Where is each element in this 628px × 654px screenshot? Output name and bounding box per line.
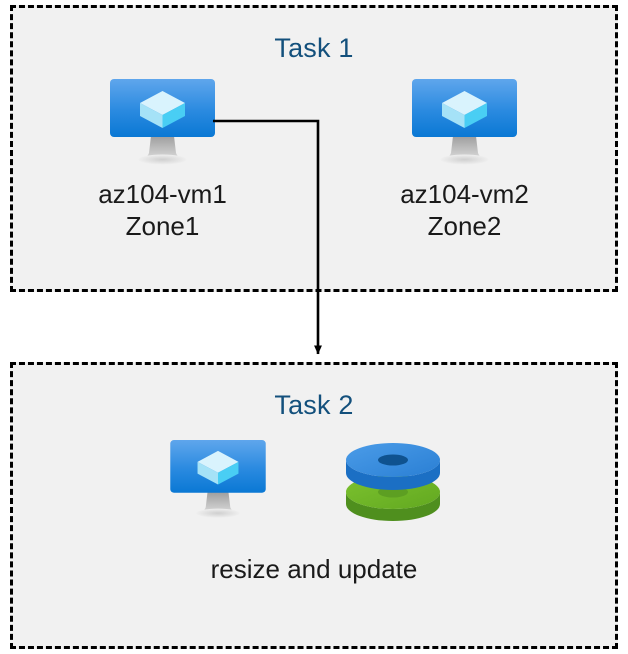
node-managed-disks[interactable] <box>335 442 450 535</box>
node-resized-vm[interactable] <box>155 440 280 520</box>
node-label: az104-vm1 Zone1 <box>60 179 265 242</box>
virtual-machine-icon <box>110 79 215 165</box>
vm1-name: az104-vm1 <box>98 179 227 209</box>
task-2-caption: resize and update <box>210 554 418 584</box>
vm2-name: az104-vm2 <box>400 179 529 209</box>
task-2-icon-row <box>10 440 618 540</box>
node-az104-vm1[interactable]: az104-vm1 Zone1 <box>60 79 265 242</box>
task-2-title: Task 2 <box>274 390 354 420</box>
vm1-zone: Zone1 <box>125 210 200 241</box>
task-2-container: Task 2 <box>10 362 618 649</box>
vm2-zone: Zone2 <box>427 210 502 241</box>
node-label: az104-vm2 Zone2 <box>362 179 567 242</box>
managed-disks-icon <box>345 443 440 521</box>
task-1-title: Task 1 <box>274 33 354 63</box>
virtual-machine-icon <box>169 440 266 518</box>
virtual-machine-icon <box>412 79 517 165</box>
blue-disk <box>345 443 440 490</box>
node-az104-vm2[interactable]: az104-vm2 Zone2 <box>362 79 567 242</box>
